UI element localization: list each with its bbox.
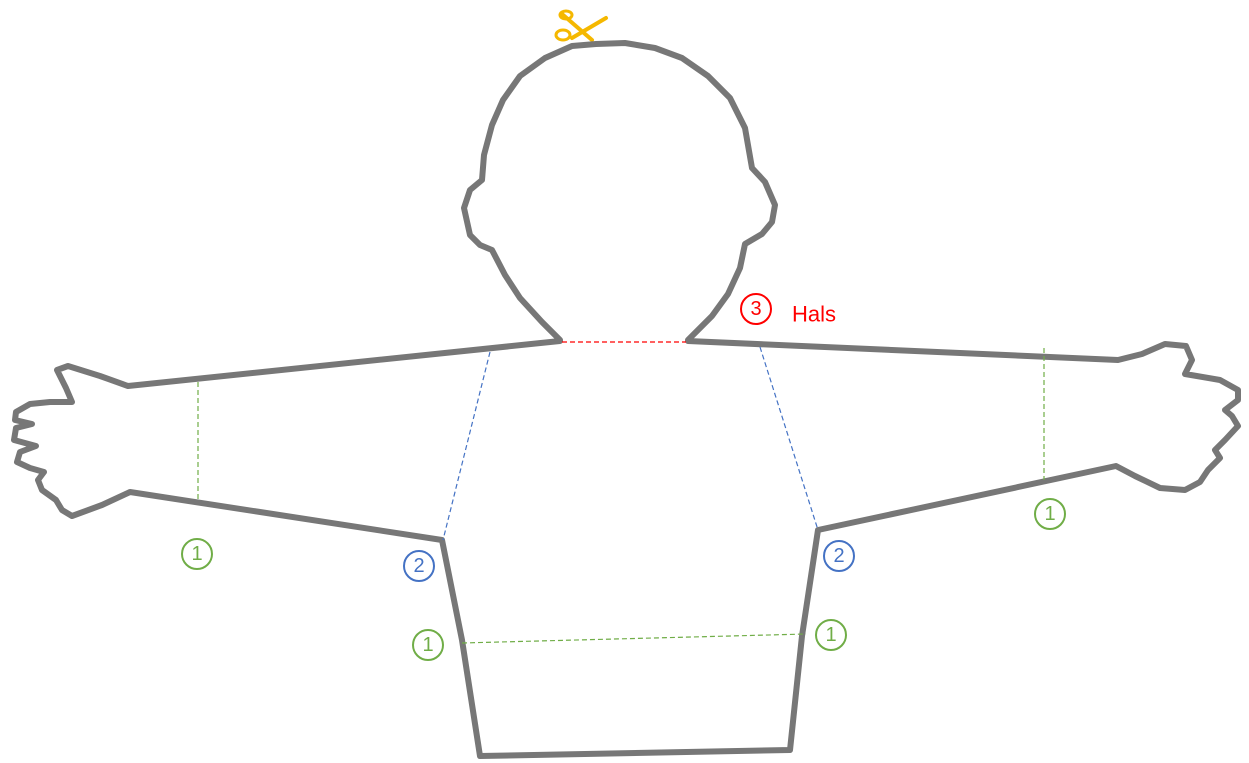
marker-armpit-right: 2	[824, 541, 854, 571]
marker-armpit-left: 2	[404, 551, 434, 581]
svg-text:1: 1	[422, 634, 433, 656]
svg-text:1: 1	[1044, 503, 1055, 525]
marker-waist-left: 1	[413, 630, 443, 660]
marker-arm-right: 1	[1035, 499, 1065, 529]
svg-text:1: 1	[825, 624, 836, 646]
svg-text:3: 3	[750, 298, 761, 320]
marker-neck: 3	[741, 294, 771, 324]
waist-cut-line	[462, 634, 806, 643]
armpit-cut-line-right	[760, 347, 818, 530]
svg-text:1: 1	[191, 543, 202, 565]
scissors-icon	[556, 11, 606, 40]
armpit-cut-line-left	[443, 352, 490, 540]
head-outline	[464, 43, 775, 340]
svg-text:2: 2	[833, 545, 844, 567]
marker-arm-left: 1	[182, 539, 212, 569]
marker-waist-right: 1	[816, 620, 846, 650]
neck-label: Hals	[792, 302, 836, 327]
svg-text:2: 2	[413, 555, 424, 577]
